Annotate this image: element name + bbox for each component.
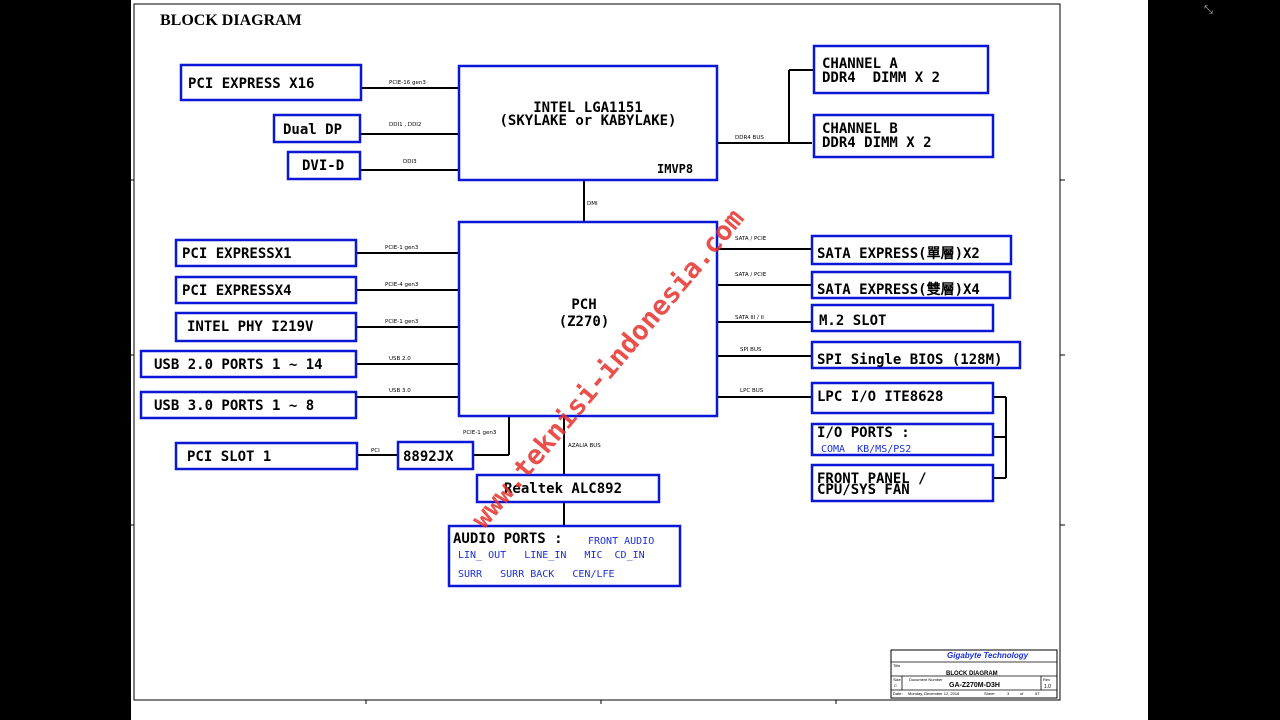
bus-label-usb30: USB 3.0 xyxy=(389,388,411,394)
size-label: Size xyxy=(893,677,902,682)
connection-wires xyxy=(356,69,1007,526)
pci-slot-label: PCI SLOT 1 xyxy=(187,449,271,465)
audio-ports-block: AUDIO PORTS : FRONT AUDIO LIN_ OUT LINE_… xyxy=(447,524,682,588)
bus-label-lpc: LPC BUS xyxy=(740,388,764,394)
bus-label-ddi3: DDI3 xyxy=(403,159,417,165)
pcie-x1-block: PCI EXPRESSX1 xyxy=(174,238,358,268)
cpu-block: INTEL LGA1151 (SKYLAKE or KABYLAKE) IMVP… xyxy=(457,64,719,182)
bus-label-dmi: DMI xyxy=(587,201,598,207)
io-ports-sub: COMA KB/MS/PS2 xyxy=(821,444,911,455)
sheet-number: 3 xyxy=(1007,691,1010,696)
pcie-x4-label: PCI EXPRESSX4 xyxy=(182,283,292,299)
bus-labels: PCIE-16 gen3 DDI1 , DDI2 DDI3 DDR4 BUS D… xyxy=(371,80,767,454)
bus-label-pci: PCI xyxy=(371,448,380,454)
sata-x2-block: SATA EXPRESS(單層)X2 xyxy=(810,234,1013,266)
phy-label: INTEL PHY I219V xyxy=(187,319,314,335)
channel-b-dimm: DDR4 DIMM X 2 xyxy=(822,135,932,151)
pcie-x16-label: PCI EXPRESS X16 xyxy=(188,76,314,92)
audio-ports-label: AUDIO PORTS : xyxy=(453,531,563,547)
rev-value: 1.0 xyxy=(1044,684,1051,690)
m2-block: M.2 SLOT xyxy=(810,303,995,333)
of-label: of xyxy=(1020,691,1024,696)
spi-bios-label: SPI Single BIOS (128M) xyxy=(817,352,1002,368)
doc-value: GA-Z270M-D3H xyxy=(949,682,1000,689)
pcie-x1-label: PCI EXPRESSX1 xyxy=(182,246,292,262)
cpu-name: INTEL LGA1151 xyxy=(533,100,643,116)
fan-label: CPU/SYS FAN xyxy=(817,482,910,498)
io-ports-label: I/O PORTS : xyxy=(817,425,910,441)
company-name: Gigabyte Technology xyxy=(947,651,1029,660)
bus-label-pcie1-a: PCIE-1 gen3 xyxy=(385,245,419,251)
date-value: Monday, December 12, 2016 xyxy=(908,691,960,696)
channel-b-label: CHANNEL B xyxy=(822,121,898,137)
dual-dp-block: Dual DP xyxy=(272,113,362,144)
pch-block: PCH (Z270) xyxy=(457,220,719,418)
sheet-total: 57 xyxy=(1035,691,1040,696)
bus-label-spi: SPI BUS xyxy=(740,347,762,353)
bus-label-sata-pcie-2: SATA / PCIE xyxy=(735,272,767,278)
sata-x4-block: SATA EXPRESS(雙層)X4 xyxy=(810,270,1012,300)
bus-label-usb20: USB 2.0 xyxy=(389,356,411,362)
bus-label-pcie16: PCIE-16 gen3 xyxy=(389,80,426,86)
front-panel-label: FRONT PANEL / xyxy=(817,471,927,487)
codec-label: Realtek ALC892 xyxy=(504,481,622,497)
date-label: Date: xyxy=(893,691,903,696)
cpu-family: (SKYLAKE or KABYLAKE) xyxy=(499,113,676,129)
io-ports-block: I/O PORTS : COMA KB/MS/PS2 xyxy=(810,422,995,457)
lpc-io-label: LPC I/O ITE8628 xyxy=(817,389,943,405)
title-label: Title xyxy=(893,663,901,668)
diagram-title: BLOCK DIAGRAM xyxy=(160,12,302,29)
schematic-sheet: BLOCK DIAGRAM PCIE-16 gen3 DDI1 , DDI2 xyxy=(131,0,1148,720)
usb3-block: USB 3.0 PORTS 1 ~ 8 xyxy=(139,390,358,420)
channel-b-block: CHANNEL B DDR4 DIMM X 2 xyxy=(812,113,995,159)
bus-label-pcie1-c: PCIE-1 gen3 xyxy=(463,430,497,436)
codec-block: Realtek ALC892 xyxy=(475,473,661,504)
title-value: BLOCK DIAGRAM xyxy=(946,671,998,677)
usb2-block: USB 2.0 PORTS 1 ~ 14 xyxy=(139,349,358,379)
bus-label-ddr4: DDR4 BUS xyxy=(735,135,764,141)
title-block: Gigabyte Technology Title BLOCK DIAGRAM … xyxy=(890,649,1058,699)
pcie-x4-block: PCI EXPRESSX4 xyxy=(174,275,358,305)
pci-slot-block: PCI SLOT 1 xyxy=(174,441,359,471)
dvi-d-block: DVI-D xyxy=(286,150,362,181)
lpc-io-block: LPC I/O ITE8628 xyxy=(810,381,995,415)
audio-row2: SURR SURR BACK CEN/LFE xyxy=(458,569,615,580)
usb3-label: USB 3.0 PORTS 1 ~ 8 xyxy=(154,398,314,414)
dvi-d-label: DVI-D xyxy=(302,158,344,174)
bus-label-pcie1-b: PCIE-1 gen3 xyxy=(385,319,419,325)
channel-a-label: CHANNEL A xyxy=(822,56,898,72)
block-diagram: BLOCK DIAGRAM PCIE-16 gen3 DDI1 , DDI2 xyxy=(131,3,1065,704)
sata-x4-label: SATA EXPRESS(雙層)X4 xyxy=(817,281,980,298)
spi-bios-block: SPI Single BIOS (128M) xyxy=(810,340,1022,370)
sata-x2-label: SATA EXPRESS(單層)X2 xyxy=(817,246,980,262)
pcie-x16-block: PCI EXPRESS X16 xyxy=(179,63,363,102)
rev-label: Rev xyxy=(1043,677,1050,682)
bus-label-sata-pcie-1: SATA / PCIE xyxy=(735,236,767,242)
sheet-label: Sheet xyxy=(984,691,995,696)
usb2-label: USB 2.0 PORTS 1 ~ 14 xyxy=(154,357,323,373)
front-panel-block: FRONT PANEL / CPU/SYS FAN xyxy=(810,463,995,503)
bridge-label: 8892JX xyxy=(403,449,454,465)
bus-label-pcie4: PCIE-4 gen3 xyxy=(385,282,419,288)
bus-label-sata3: SATA III / II xyxy=(735,315,764,321)
bridge-block: 8892JX xyxy=(396,440,475,471)
sheet-border xyxy=(133,3,1061,701)
pch-model: (Z270) xyxy=(559,314,610,330)
phy-block: INTEL PHY I219V xyxy=(174,311,358,343)
pch-name: PCH xyxy=(571,297,596,313)
channel-a-dimm: DDR4 DIMM X 2 xyxy=(822,70,940,86)
cpu-vr: IMVP8 xyxy=(657,162,693,176)
size-value: C xyxy=(894,683,897,688)
audio-row1: LIN_ OUT LINE_IN MIC CD_IN xyxy=(458,550,645,561)
doc-label: Document Number xyxy=(909,677,943,682)
expand-icon[interactable]: ⤡ xyxy=(1204,3,1213,16)
m2-label: M.2 SLOT xyxy=(819,313,886,329)
bus-label-azalia: AZALIA BUS xyxy=(568,443,601,449)
dual-dp-label: Dual DP xyxy=(283,122,342,138)
audio-front-label: FRONT AUDIO xyxy=(588,536,654,547)
bus-label-ddi12: DDI1 , DDI2 xyxy=(389,122,421,128)
border-ticks xyxy=(131,179,1065,704)
channel-a-block: CHANNEL A DDR4 DIMM X 2 xyxy=(812,44,990,95)
